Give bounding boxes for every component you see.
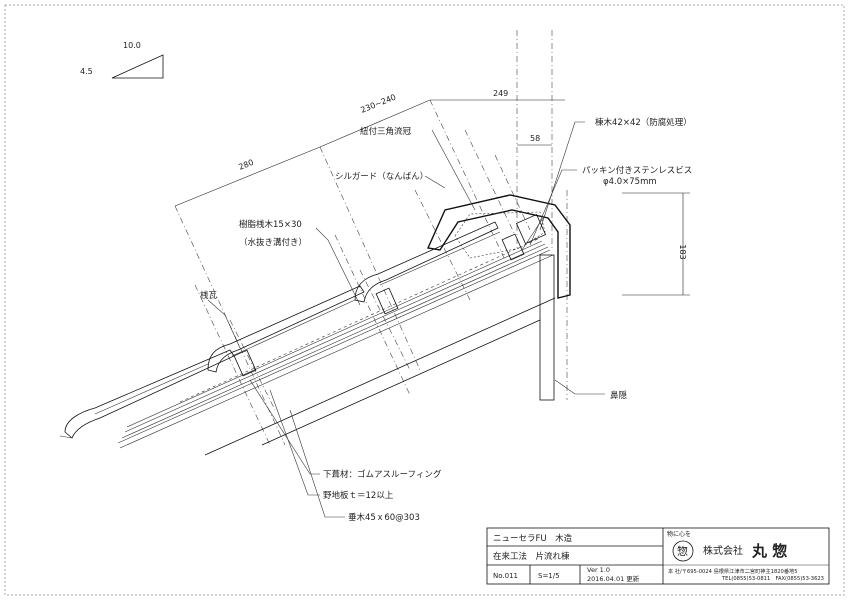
dim-58: 58 (530, 134, 540, 143)
tb-updated: 2016.04.01 更新 (587, 574, 640, 583)
roof-layers (117, 237, 556, 456)
label-resin-batten: 樹脂桟木15×30 (239, 219, 302, 230)
label-sheathing: 野地板ｔ＝12以上 (323, 490, 394, 501)
dim-230-240: 230~240 (359, 93, 397, 115)
label-nose-cover: 鼻隠 (610, 390, 628, 401)
tb-scale: S=1/5 (538, 572, 560, 580)
tb-version: Ver 1.0 (587, 566, 610, 574)
tb-logo-glyph: 惣 (677, 544, 688, 558)
label-sill-guard: シルガード（なんばん） (335, 171, 428, 182)
battens (233, 233, 525, 377)
company-logo-icon (672, 540, 694, 562)
leader-lines (207, 121, 605, 518)
tb-method: 在来工法 片流れ棟 (493, 551, 570, 562)
label-tile: 桟瓦 (200, 290, 218, 301)
dim-183: 183 (678, 244, 687, 259)
roof-tiles (59, 221, 501, 439)
tb-contact: TEL(0855)53-0811 FAX(0855)53-3623 (721, 576, 824, 582)
label-ridge-cap: 紐付三角流冠 (360, 126, 412, 137)
dim-280: 280 (237, 158, 255, 172)
nose-cover (539, 254, 555, 401)
slope-indicator: 10.0 4.5 (80, 41, 164, 79)
tb-company: 株式会社 (703, 544, 743, 557)
callout-labels: 紐付三角流冠 シルガード（なんばん） 樹脂桟木15×30 （水抜き溝付き） 桟瓦… (200, 117, 692, 523)
label-screw: パッキン付きステンレスビス (582, 165, 692, 176)
label-screw-size: φ4.0×75mm (603, 177, 657, 187)
ridge-wood (515, 213, 547, 251)
tb-address: 本 社/〒695-0024 島根県江津市二宮町神主1820番地5 (668, 567, 798, 575)
slope-rise-value: 4.5 (80, 67, 93, 76)
label-underlay: 下葺材：ゴムアスルーフィング (323, 469, 442, 480)
dim-249: 249 (493, 89, 508, 98)
tb-company-name: 丸 惣 (751, 542, 787, 560)
tb-number: No.011 (493, 572, 518, 580)
label-resin-batten-note: （水抜き溝付き） (239, 237, 307, 248)
label-ridge-wood: 棟木42×42（防腐処理） (595, 117, 692, 128)
ridge-cap (426, 194, 571, 299)
tb-slogan: 物に心を (667, 530, 691, 538)
title-block: ニューセラFU 木造 在来工法 片流れ棟 No.011 S=1/5 Ver 1.… (486, 527, 830, 585)
tb-product: ニューセラFU 木造 (493, 533, 573, 544)
sheet-border (4, 4, 845, 596)
label-rafter: 垂木45ｘ60@303 (348, 512, 420, 523)
slope-run-value: 10.0 (123, 41, 141, 50)
